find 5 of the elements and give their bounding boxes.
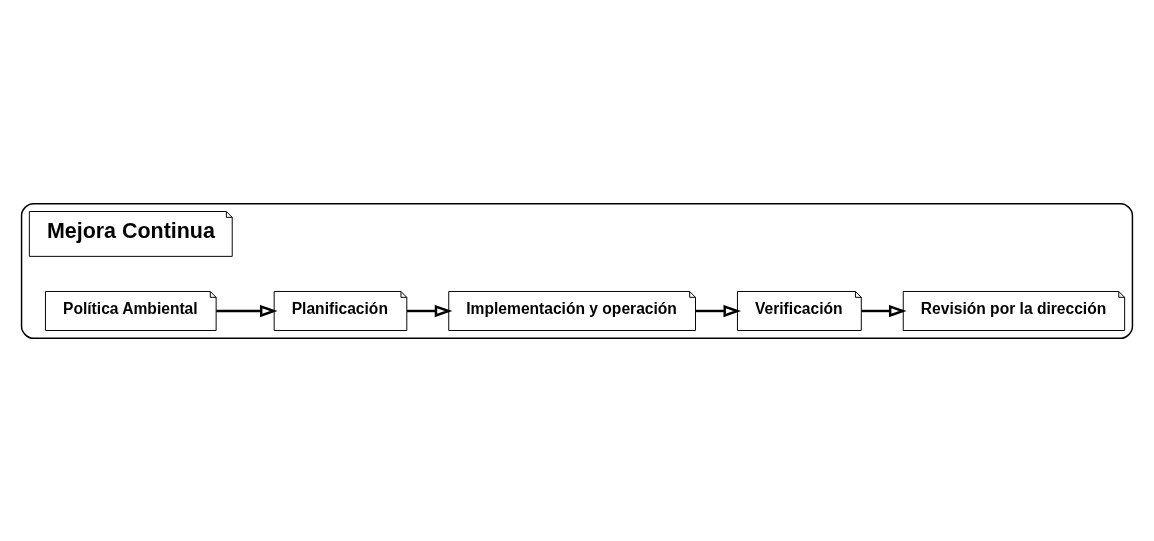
cluster — [20, 202, 1134, 339]
arrow — [406, 304, 453, 317]
arrow — [216, 304, 278, 317]
arrow — [861, 304, 907, 317]
arrow — [695, 304, 742, 317]
